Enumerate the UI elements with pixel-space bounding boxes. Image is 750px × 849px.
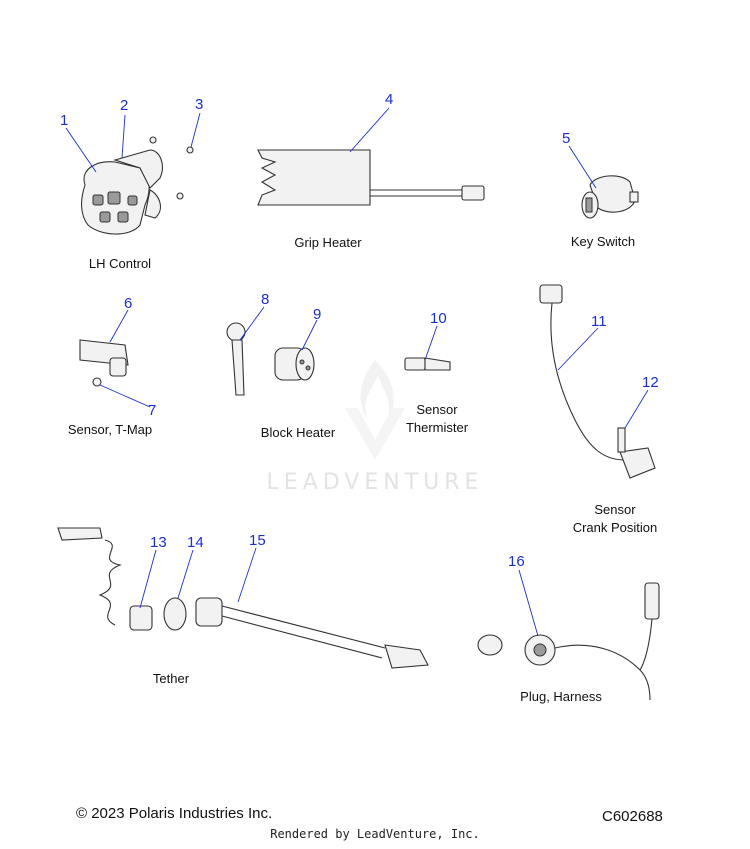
caption-lh-control: LH Control — [88, 256, 152, 271]
caption-key-switch: Key Switch — [570, 234, 636, 249]
caption-plug-harness: Plug, Harness — [520, 689, 602, 704]
caption-sensor-thermister-line2: Thermister — [405, 420, 469, 435]
caption-sensor-thermister-line1: Sensor — [416, 402, 458, 417]
sensor-tmap-part[interactable] — [79, 339, 129, 387]
callout-2[interactable]: 2 — [120, 97, 129, 114]
tether-part[interactable] — [57, 527, 429, 669]
diagram-code: C602688 — [602, 808, 663, 825]
callout-12[interactable]: 12 — [642, 374, 659, 391]
caption-grip-heater: Grip Heater — [294, 235, 362, 250]
callout-14[interactable]: 14 — [187, 534, 204, 551]
callout-4[interactable]: 4 — [385, 91, 394, 108]
callout-7[interactable]: 7 — [148, 402, 157, 419]
block-heater-strap-part[interactable] — [226, 322, 246, 396]
copyright-text: © 2023 Polaris Industries Inc. — [76, 805, 273, 822]
grip-heater-part[interactable] — [257, 149, 485, 206]
caption-sensor-crank-line1: Sensor — [594, 502, 636, 517]
lh-control-part[interactable] — [81, 136, 194, 235]
callout-5[interactable]: 5 — [562, 130, 571, 147]
watermark-text: LEADVENTURE — [266, 470, 484, 495]
key-switch-part[interactable] — [581, 175, 639, 219]
block-heater-part[interactable] — [274, 347, 315, 381]
callout-1[interactable]: 1 — [60, 112, 69, 129]
rendered-by-text: Rendered by LeadVenture, Inc. — [270, 827, 480, 841]
callout-6[interactable]: 6 — [124, 295, 133, 312]
sensor-thermister-part[interactable] — [404, 357, 451, 371]
callout-13[interactable]: 13 — [150, 534, 167, 551]
caption-sensor-crank-line2: Crank Position — [572, 520, 658, 535]
callout-11[interactable]: 11 — [591, 313, 607, 330]
caption-block-heater: Block Heater — [260, 425, 336, 440]
caption-tether: Tether — [152, 671, 190, 686]
plug-harness-part[interactable] — [477, 582, 660, 701]
callout-9[interactable]: 9 — [313, 306, 322, 323]
caption-sensor-tmap: Sensor, T-Map — [67, 422, 153, 437]
watermark-logo-icon — [345, 360, 405, 460]
callout-15[interactable]: 15 — [249, 532, 266, 549]
callout-8[interactable]: 8 — [261, 291, 270, 308]
callout-16[interactable]: 16 — [508, 553, 525, 570]
callout-10[interactable]: 10 — [430, 310, 447, 327]
sensor-crank-position-part[interactable] — [539, 284, 656, 479]
callout-3[interactable]: 3 — [195, 96, 204, 113]
